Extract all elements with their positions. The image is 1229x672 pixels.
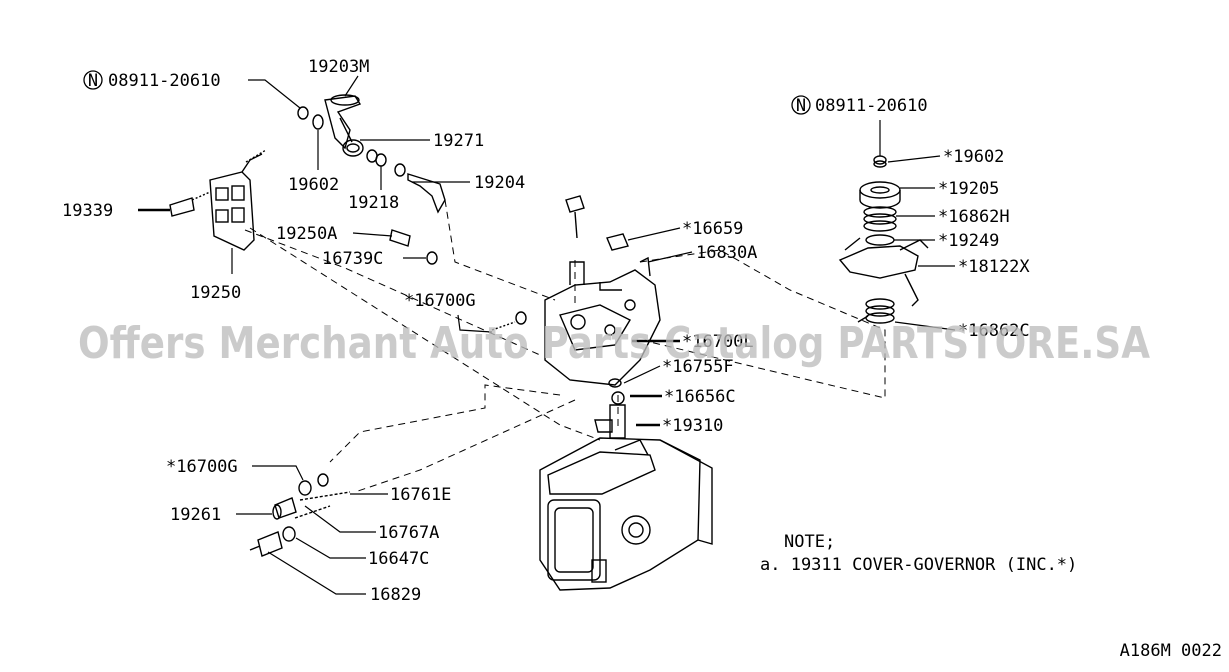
label-08911-20610-right: 08911-20610 xyxy=(815,96,928,116)
label-16656C: *16656C xyxy=(664,387,736,407)
bolt-19250A xyxy=(389,229,411,247)
label-19261: 19261 xyxy=(170,505,221,525)
fitting-16829 xyxy=(249,531,283,557)
label-19310: *19310 xyxy=(662,416,723,436)
circle-n-mark-right: N xyxy=(791,95,811,116)
governor-housing xyxy=(544,261,661,386)
bolt-19339 xyxy=(169,191,211,217)
lever-16659 xyxy=(606,233,629,251)
label-16829: 16829 xyxy=(370,585,421,605)
label-19602: 19602 xyxy=(288,175,339,195)
label-16830A: 16830A xyxy=(696,243,757,263)
diagram-code: A186M 0022 xyxy=(1120,641,1222,661)
label-19204: 19204 xyxy=(474,173,525,193)
rod-16767A xyxy=(294,505,331,519)
oring-19271 xyxy=(342,139,364,157)
washer-16647C xyxy=(282,526,296,542)
part-labels: 08911-20610 19203M 19271 19602 19218 192… xyxy=(62,57,1030,605)
label-18122X: *18122X xyxy=(958,257,1030,277)
svg-text:N: N xyxy=(88,71,98,91)
washer-16755F xyxy=(608,378,622,388)
circle-n-mark-left: N xyxy=(83,70,103,91)
housing-bolt xyxy=(565,195,585,239)
label-19250: 19250 xyxy=(190,283,241,303)
washer-19602-right xyxy=(873,155,887,168)
label-19250A: 19250A xyxy=(276,224,337,244)
note-line: a. 19311 COVER-GOVERNOR (INC.*) xyxy=(760,555,1077,575)
label-16862H: *16862H xyxy=(938,207,1010,227)
rod-16761E xyxy=(299,491,351,501)
pump-body xyxy=(539,437,713,591)
washer-19218 xyxy=(366,149,387,167)
label-19339: 19339 xyxy=(62,201,113,221)
label-19249: *19249 xyxy=(938,231,999,251)
label-19203M: 19203M xyxy=(308,57,369,77)
cap-19205 xyxy=(859,181,901,209)
label-16659: *16659 xyxy=(682,219,743,239)
washer-19602 xyxy=(297,106,324,130)
leader-lines xyxy=(138,75,956,595)
nut-16700G-bottom xyxy=(298,473,329,496)
note-block: NOTE; a. 19311 COVER-GOVERNOR (INC.*) xyxy=(760,532,1077,575)
seal-16656C xyxy=(611,391,625,405)
label-19205: *19205 xyxy=(938,179,999,199)
label-16761E: 16761E xyxy=(390,485,451,505)
label-16862C: *16862C xyxy=(958,321,1030,341)
screw-16830A xyxy=(639,256,651,277)
svg-text:N: N xyxy=(796,96,806,116)
washer-16739C xyxy=(426,251,438,265)
label-16647C: 16647C xyxy=(368,549,429,569)
label-19602-star: *19602 xyxy=(943,147,1004,167)
note-heading: NOTE; xyxy=(784,532,835,552)
bracket-19250 xyxy=(209,149,267,251)
seat-19249 xyxy=(865,234,895,246)
spring-16862C xyxy=(857,298,895,324)
assembly-dashed-lines xyxy=(244,199,886,493)
nut-16700G-top xyxy=(491,311,527,331)
label-16700G-bottom: *16700G xyxy=(166,457,238,477)
watermark: Offers Merchant Auto Parts Catalog PARTS… xyxy=(78,318,1150,369)
label-19271: 19271 xyxy=(433,131,484,151)
label-16755F: *16755F xyxy=(662,357,734,377)
label-19218: 19218 xyxy=(348,193,399,213)
joint-19261 xyxy=(272,497,297,520)
lever-18122X xyxy=(838,237,929,307)
spring-16862H xyxy=(863,206,897,232)
label-16700L: *16700L xyxy=(682,332,754,352)
label-08911-20610-left: 08911-20610 xyxy=(108,71,221,91)
label-16767A: 16767A xyxy=(378,523,439,543)
label-16700G-top: *16700G xyxy=(404,291,476,311)
rod-19204 xyxy=(394,163,446,214)
label-16739C: 16739C xyxy=(322,249,383,269)
shaft-19310 xyxy=(594,404,626,439)
